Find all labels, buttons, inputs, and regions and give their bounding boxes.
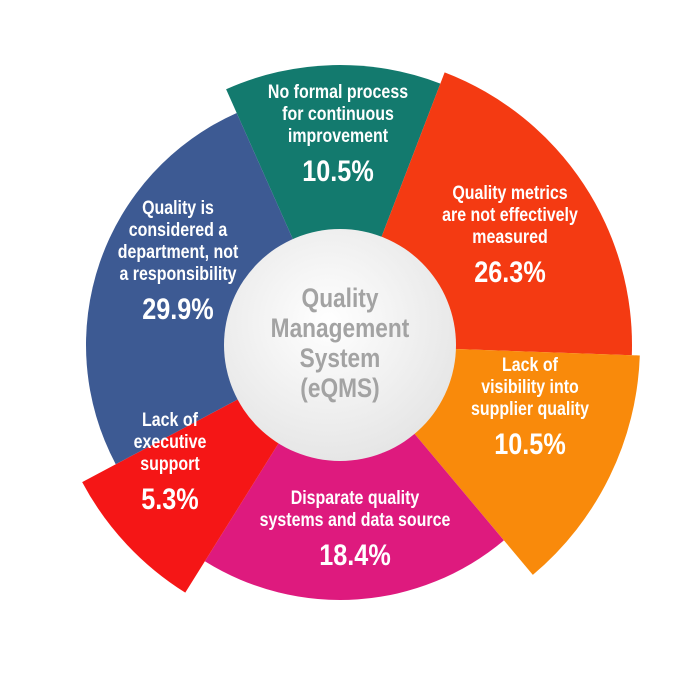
center-line: System [299,343,381,373]
center-line: Quality [301,283,379,313]
slice-label-text: Lack of [502,355,558,376]
slice-value: 26.3% [474,256,546,289]
slice-label-text: systems and data source [259,510,451,531]
slice-label-text: executive [133,432,207,453]
slice-label-text: Quality is [142,198,214,219]
center-line: (eQMS) [300,373,380,403]
center-title: Quality Management System (eQMS) [271,283,410,403]
slice-label-text: department, not [117,242,239,263]
slice-value: 29.9% [142,293,214,326]
slice-label-text: No formal process [267,82,409,103]
center-line: Management [270,313,410,343]
slice-label-text: improvement [287,126,389,147]
slice-label-text: are not effectively [442,205,578,226]
slice-label-text: measured [472,227,548,248]
slice-value: 10.5% [302,155,374,188]
slice-value: 5.3% [141,483,199,516]
slice-label-text: considered a [128,220,228,241]
slice-value: 10.5% [494,428,566,461]
center-circle [224,229,456,461]
slice-label-text: supplier quality [471,399,589,420]
slice-label-text: for continuous [282,104,394,125]
slice-label-text: a responsibility [119,264,237,285]
slice-label-text: Quality metrics [452,183,568,204]
slice-label-text: Disparate quality [290,488,420,509]
slice-label-text: visibility into [481,377,579,398]
slice-label-text: support [140,454,200,475]
slice-value: 18.4% [319,539,391,572]
slice-label-text: Lack of [142,410,198,431]
